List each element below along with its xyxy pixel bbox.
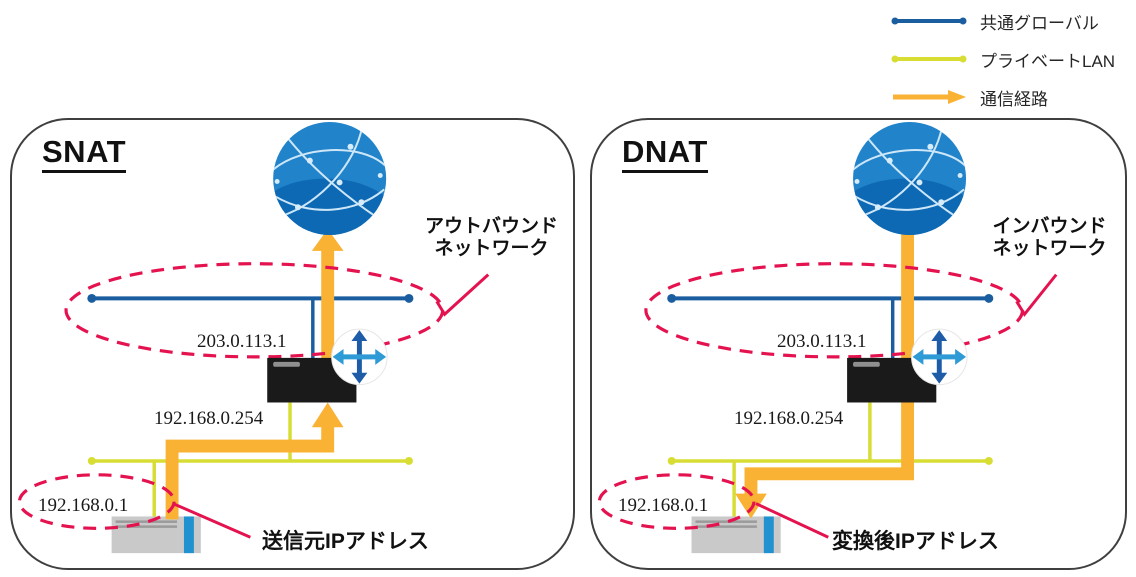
host-callout-label: 変換後IPアドレス xyxy=(832,530,999,553)
shared-global-line-icon xyxy=(891,17,967,25)
network-callout-line xyxy=(1015,273,1058,317)
network-callout-label: アウトバウンド ネットワーク xyxy=(424,216,558,259)
internet-globe-icon xyxy=(273,121,387,235)
legend: 共通グローバル プライベートLAN 通信経路 xyxy=(890,2,1115,116)
legend-label: 共通グローバル xyxy=(980,13,1099,33)
nat-translation-arrows-icon xyxy=(331,328,388,386)
network-callout-label: インバウンド ネットワーク xyxy=(992,216,1107,259)
snat-diagram-canvas xyxy=(17,121,490,554)
legend-item-private-lan: プライベートLAN xyxy=(890,40,1115,78)
host-callout-label: 送信元IPアドレス xyxy=(262,530,429,553)
dnat-diagram-canvas xyxy=(597,121,1058,554)
router-ip-label: 192.168.0.254 xyxy=(154,408,264,429)
host-ip-label: 192.168.0.1 xyxy=(38,495,129,516)
host-ip-label: 192.168.0.1 xyxy=(618,495,709,516)
pc-icon xyxy=(691,516,781,554)
legend-item-traffic-route: 通信経路 xyxy=(890,78,1115,116)
internet-globe-icon xyxy=(853,121,967,235)
host-callout-line xyxy=(755,502,829,539)
traffic-path xyxy=(735,231,915,519)
global-ip-label: 203.0.113.1 xyxy=(197,331,287,352)
panel-title: SNAT xyxy=(42,134,127,173)
global-network-line xyxy=(667,293,994,360)
pc-icon xyxy=(111,516,201,554)
host-ip-ellipse xyxy=(597,473,756,530)
dnat-panel: DNAT 203.0.113.1 192.168.0.254 192.168.0… xyxy=(590,118,1127,570)
legend-item-shared-global: 共通グローバル xyxy=(890,2,1115,40)
global-network-line xyxy=(87,293,414,360)
host-ip-ellipse xyxy=(17,473,176,530)
host-callout-line xyxy=(172,502,251,539)
traffic-route-arrow-icon xyxy=(893,90,966,104)
legend-label: 通信経路 xyxy=(980,89,1048,109)
network-callout-line xyxy=(435,273,490,317)
private-lan-line xyxy=(87,402,413,519)
private-lan-line-icon xyxy=(891,55,967,63)
nat-translation-arrows-icon xyxy=(911,328,968,386)
panel-title: DNAT xyxy=(622,134,708,173)
global-ip-label: 203.0.113.1 xyxy=(777,331,867,352)
private-lan-line xyxy=(667,402,993,519)
router-ip-label: 192.168.0.254 xyxy=(734,408,844,429)
legend-label: プライベートLAN xyxy=(980,51,1116,71)
snat-panel: SNAT 203.0.113.1 192.168.0.254 192.168.0… xyxy=(10,118,575,570)
